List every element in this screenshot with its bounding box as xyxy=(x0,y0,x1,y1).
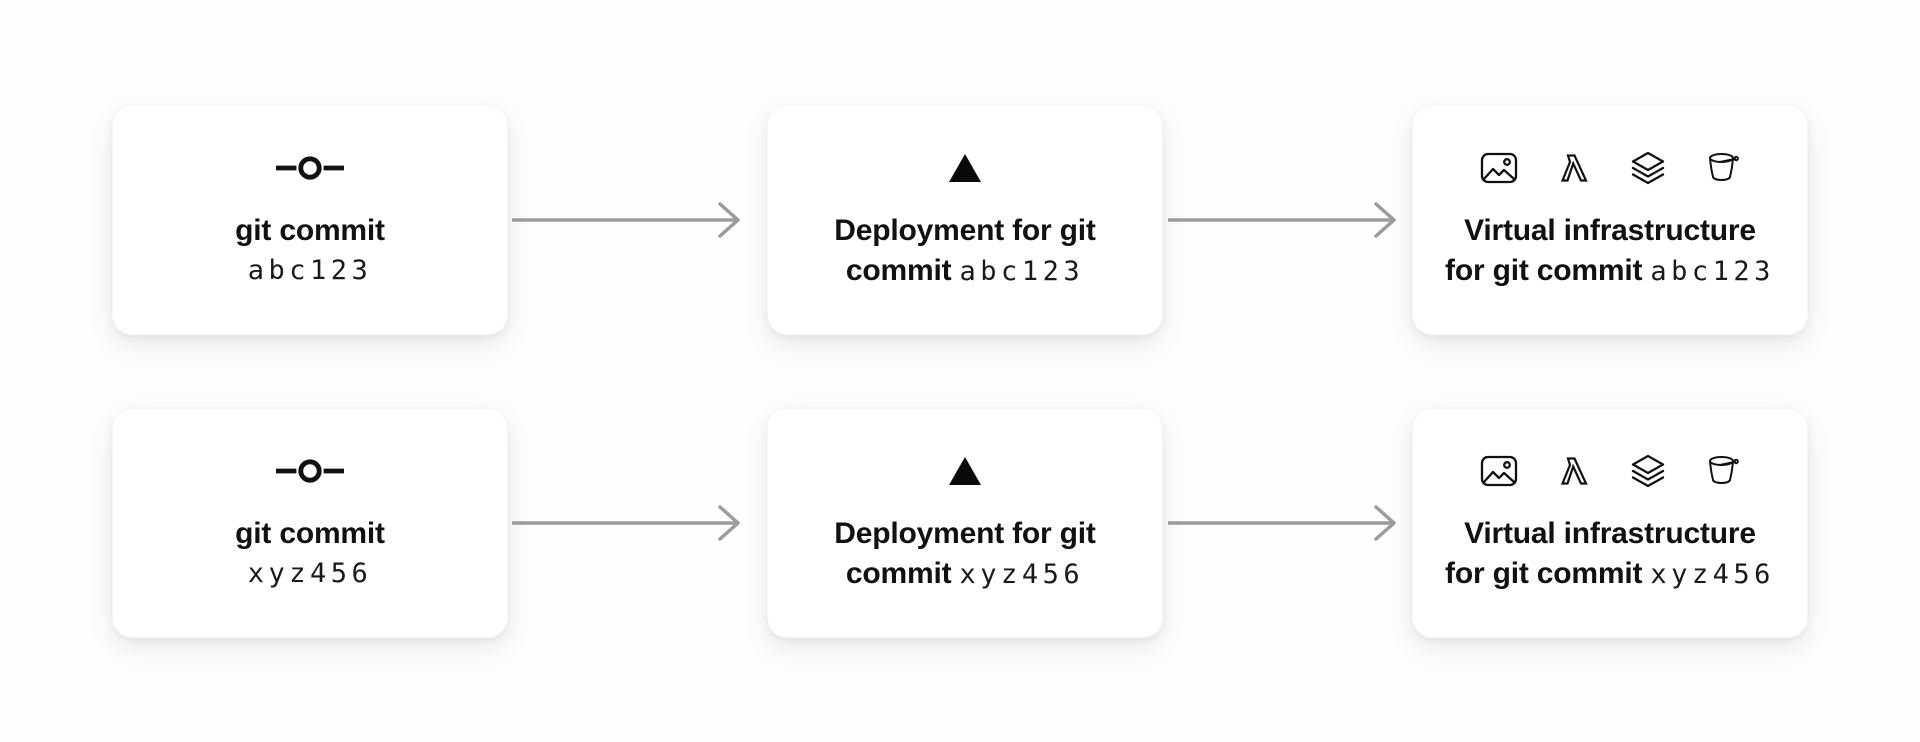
virtual-infrastructure-card: Virtual infrastructure for git commit ab… xyxy=(1412,105,1808,335)
git-commit-icon xyxy=(276,452,344,490)
vercel-triangle-icon xyxy=(949,149,981,187)
card-title: git commit xyxy=(235,214,385,247)
vercel-triangle-icon xyxy=(949,452,981,490)
commit-hash: xyz456 xyxy=(959,558,1085,590)
flow-arrow xyxy=(1168,202,1396,238)
commit-hash: xyz456 xyxy=(1650,558,1775,590)
card-title-line1: Virtual infrastructure xyxy=(1464,516,1756,550)
commit-hash: abc123 xyxy=(1650,255,1775,287)
deployment-card: Deployment for git commit abc123 xyxy=(767,105,1163,335)
commit-hash: abc123 xyxy=(959,255,1085,287)
card-title-line1: Deployment for git xyxy=(834,213,1096,247)
image-icon xyxy=(1480,152,1518,184)
bucket-icon xyxy=(1706,454,1740,488)
commit-hash: abc123 xyxy=(247,255,373,286)
card-title: git commit xyxy=(235,517,385,550)
bucket-icon xyxy=(1706,151,1740,185)
git-commit-icon xyxy=(276,149,344,187)
card-label: Virtual infrastructure for git commit ab… xyxy=(1445,211,1775,292)
image-icon xyxy=(1480,455,1518,487)
card-label: Virtual infrastructure for git commit xy… xyxy=(1445,514,1775,595)
card-title-bold: commit xyxy=(845,556,952,590)
git-commit-card: git commit abc123 xyxy=(112,105,508,335)
card-title-line2: for git commit abc123 xyxy=(1445,251,1775,292)
card-label: Deployment for git commit abc123 xyxy=(834,211,1096,292)
git-commit-card: git commit xyz456 xyxy=(112,408,508,638)
virtual-infrastructure-card: Virtual infrastructure for git commit xy… xyxy=(1412,408,1808,638)
card-title-line2: commit abc123 xyxy=(834,251,1095,292)
lambda-icon xyxy=(1558,455,1590,487)
layers-icon xyxy=(1630,151,1666,185)
infrastructure-icons xyxy=(1480,149,1740,187)
lambda-icon xyxy=(1558,152,1590,184)
card-title-bold: commit xyxy=(845,253,952,287)
flow-arrow xyxy=(1168,505,1396,541)
card-label: Deployment for git commit xyz456 xyxy=(834,514,1096,595)
deployment-card: Deployment for git commit xyz456 xyxy=(767,408,1163,638)
card-title-line1: Virtual infrastructure xyxy=(1464,213,1756,247)
card-title-line2: commit xyz456 xyxy=(834,554,1095,595)
card-title-bold: for git commit xyxy=(1445,556,1643,590)
infrastructure-icons xyxy=(1480,452,1740,490)
card-label: git commit abc123 xyxy=(235,211,385,291)
card-title-line1: Deployment for git xyxy=(834,516,1096,550)
layers-icon xyxy=(1630,454,1666,488)
flow-arrow xyxy=(512,505,740,541)
commit-hash: xyz456 xyxy=(247,558,373,589)
card-title-bold: for git commit xyxy=(1445,253,1643,287)
card-title-line2: for git commit xyz456 xyxy=(1445,554,1775,595)
flow-arrow xyxy=(512,202,740,238)
card-label: git commit xyz456 xyxy=(235,514,385,594)
